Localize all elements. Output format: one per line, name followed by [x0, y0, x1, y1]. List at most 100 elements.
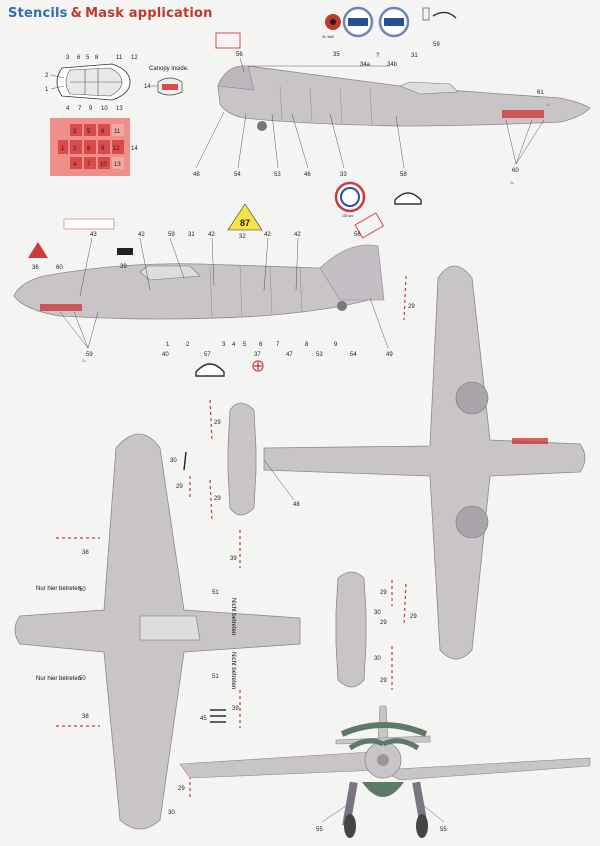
stencil-number-58: 58: [400, 172, 407, 178]
grid-number-5: 5: [87, 129, 91, 135]
stencil-number-4: 4: [232, 342, 236, 348]
red-triangle-36: [28, 242, 48, 258]
front-view: 55 55: [179, 705, 591, 838]
mask-number-7: 7: [78, 106, 82, 112]
stencil-number-42-a: 42: [138, 232, 145, 238]
stencil-number-46: 46: [304, 172, 311, 178]
stencil-number-3: 3: [222, 342, 226, 348]
stencil-number-34b: 34b: [387, 62, 398, 68]
mask-number-8: 8: [95, 55, 99, 61]
stencil-number-49: 49: [386, 352, 393, 358]
title-part-mask: Mask application: [85, 6, 213, 21]
stencil-label-59-top: 59: [433, 42, 440, 48]
stencil-number-57: 57: [204, 352, 211, 358]
stencil-number-61: 61: [537, 90, 544, 96]
stencil-number-39-b: 39: [232, 706, 239, 712]
stencil-number-55-b: 55: [440, 827, 447, 833]
canopy-inside-label: Canopy inside.: [149, 66, 189, 72]
stencil-number-54-top: 54: [234, 172, 241, 178]
stencil-number-40: 40: [162, 352, 169, 358]
mask-number-6: 6: [77, 55, 81, 61]
mask-number-2: 2: [45, 73, 49, 79]
stencil-number-45: 45: [200, 716, 207, 722]
page-title: Stencils&Mask application: [8, 6, 213, 21]
grid-number-3: 3: [73, 129, 77, 135]
stencil-number-48-top: 48: [193, 172, 200, 178]
stencil-number-33: 33: [340, 172, 347, 178]
stencil-number-30-d: 30: [374, 656, 381, 662]
stencil-number-39-a: 39: [230, 556, 237, 562]
stencil-number-2: 2: [186, 342, 190, 348]
stencil-number-9: 9: [334, 342, 338, 348]
stencil-number-37: 37: [254, 352, 261, 358]
stencil-number-51-b: 51: [212, 674, 219, 680]
stencil-number-29-b: 29: [214, 420, 221, 426]
stencil-number-60-top: 60: [512, 168, 519, 174]
grid-number-2: 2: [73, 146, 77, 152]
side-view-right: 24. Wolf 59 56: [193, 6, 591, 239]
stencil-number-38-a: 38: [82, 550, 89, 556]
stencil-number-56-top: 56: [236, 52, 243, 58]
stencil-number-53-top: 53: [274, 172, 281, 178]
grid-number-7: 7: [87, 162, 91, 168]
rot-label: 100 sec: [342, 214, 354, 218]
stencil-number-47: 47: [286, 352, 293, 358]
grid-number-9: 9: [101, 146, 105, 152]
grid-number-14: 14: [131, 146, 138, 152]
stencil-number-59-bottom: 59: [86, 352, 93, 358]
zu-label-left: Zu: [82, 359, 86, 363]
stencil-number-36: 36: [32, 265, 39, 271]
top-plan-view: 30 29 38 39 Nur hier betreten 50 51 Nich…: [14, 433, 393, 830]
fuel-label: 24. Wolf: [322, 35, 334, 39]
mask-number-10: 10: [101, 106, 108, 112]
stencil-number-60-left: 60: [56, 265, 63, 271]
stencil-number-35: 35: [333, 52, 340, 58]
canopy-shape-58: [394, 192, 422, 205]
grid-number-11: 11: [114, 129, 121, 135]
mask-number-1: 1: [45, 87, 49, 93]
stencil-number-30-b: 30: [168, 810, 175, 816]
mask-number-12: 12: [131, 55, 138, 61]
stencil-number-31-left: 31: [188, 232, 195, 238]
no-step-label-bottom: Nicht betreten: [230, 652, 236, 689]
stencil-number-42-d: 42: [294, 232, 301, 238]
stencil-number-43: 43: [90, 232, 97, 238]
zu-label-bottom: Zu: [510, 181, 514, 185]
walkway-label-top: Nur hier betreten: [36, 586, 81, 592]
no-step-label-top: Nicht betreten: [230, 598, 236, 635]
mask-number-4: 4: [66, 106, 70, 112]
stencil-number-29-h: 29: [380, 620, 387, 626]
stencil-number-39-left: 39: [120, 264, 127, 270]
stencil-number-38-b: 38: [82, 714, 89, 720]
stencil-number-54-left: 54: [350, 352, 357, 358]
mask-number-11: 11: [116, 55, 123, 61]
stencil-number-55-a: 55: [316, 827, 323, 833]
canopy-mask-outline: 3 6 5 8 11 12 4 7 9 10 13 2 1: [45, 55, 138, 112]
stencil-number-8: 8: [305, 342, 309, 348]
stencil-number-48-plan: 48: [293, 502, 300, 508]
stencil-number-29-a: 29: [408, 304, 415, 310]
grid-number-8: 8: [101, 129, 105, 135]
grid-number-12: 12: [113, 146, 120, 152]
mask-sheet-grid: 3 5 8 11 1 2 6 9 12 14 4 7 10 13: [50, 118, 138, 176]
stencil-number-29-g: 29: [380, 590, 387, 596]
mask-number-5: 5: [86, 55, 90, 61]
stencil-number-6: 6: [259, 342, 263, 348]
grid-number-4: 4: [73, 162, 77, 168]
grid-number-1: 1: [61, 146, 65, 152]
mask-number-3: 3: [66, 55, 70, 61]
stencil-number-29-f: 29: [178, 786, 185, 792]
canopy-number-14: 14: [144, 84, 151, 90]
zu-label-top: Zu: [546, 103, 550, 107]
grid-number-13: 13: [114, 162, 121, 168]
stencil-number-29-e: 29: [176, 484, 183, 490]
canopy-shape-57: [195, 363, 225, 377]
stencil-number-42-c: 42: [264, 232, 271, 238]
grid-number-6: 6: [87, 146, 91, 152]
title-part-stencils: Stencils: [8, 6, 68, 21]
underside-plan-view: 48 29 29 29: [209, 265, 586, 660]
side-view-left: 87 36 60 43 39 59 31: [13, 203, 415, 377]
stencil-number-31-top: 31: [411, 53, 418, 59]
